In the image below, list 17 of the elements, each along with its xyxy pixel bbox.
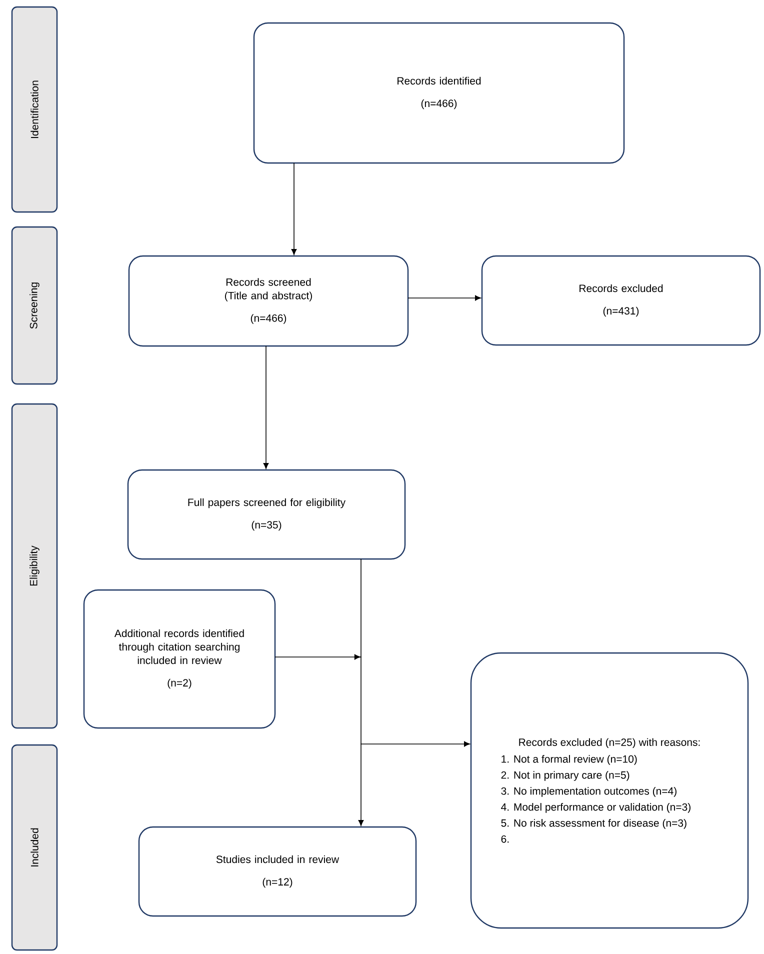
process-box: Records excluded (n=431) <box>481 255 761 346</box>
process-box: Full papers screened for eligibility (n=35) <box>127 469 406 560</box>
arrow <box>291 162 297 255</box>
exclusion-box: Records excluded (n=25) with reasons: 1. Not a formal review (n=10) 2. Not in primary care (n=5) 3. No implementation outcomes (n=4) 4. Model performance or validation (n=3) 5. No risk assessment for disease (n=3) 6. <box>470 652 749 929</box>
arrow <box>408 295 481 301</box>
stage-band: Screening <box>11 226 58 385</box>
process-box: Additional records identified through citation searching included in review (n=2) <box>83 589 276 729</box>
arrow <box>358 744 364 826</box>
stage-band: Included <box>11 744 58 951</box>
arrow <box>274 654 362 660</box>
process-box: Records identified (n=466) <box>253 22 625 164</box>
arrow <box>360 741 470 747</box>
arrow <box>263 346 269 469</box>
process-box: Records screened (Title and abstract) (n=466) <box>128 255 409 347</box>
stage-band: Identification <box>11 6 58 213</box>
stage-band: Eligibility <box>11 403 58 729</box>
process-box: Studies included in review (n=12) <box>138 826 417 917</box>
